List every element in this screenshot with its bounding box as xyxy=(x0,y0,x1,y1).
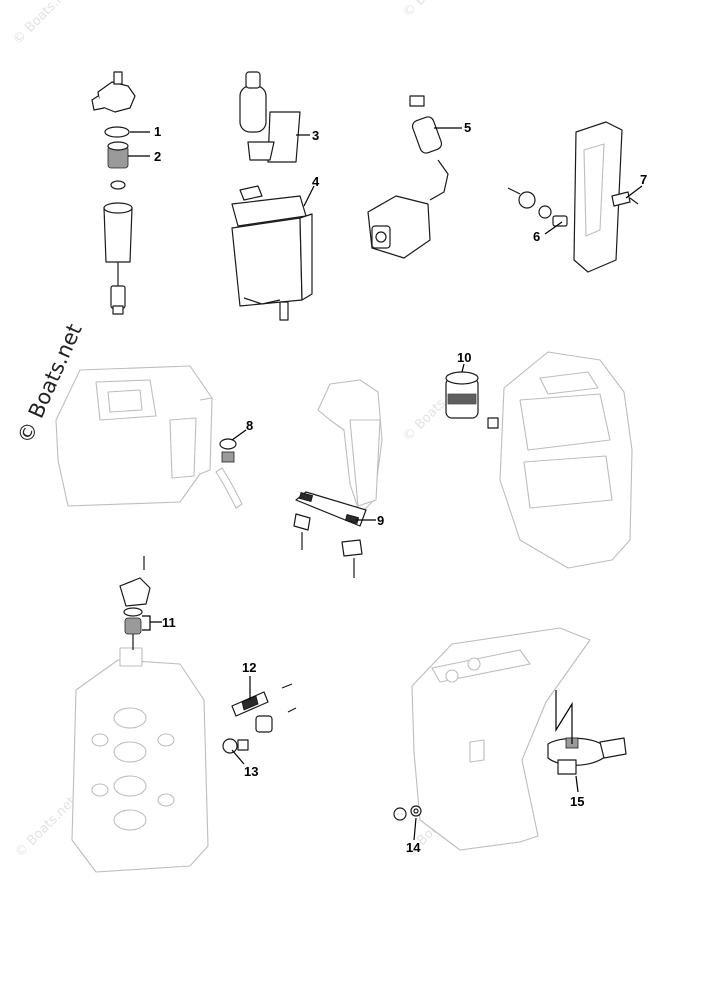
drive-shaft-housing xyxy=(55,365,243,509)
fuel-pump-assembly xyxy=(367,95,449,259)
callout-8: 8 xyxy=(246,418,253,433)
callout-3: 3 xyxy=(312,128,319,143)
callout-11: 11 xyxy=(162,615,176,630)
watermark-top-left: © Boats.net xyxy=(10,0,77,48)
callout-10: 10 xyxy=(457,350,471,365)
watermark-top-mid: © Boats.net xyxy=(400,0,467,21)
swivel-bracket-assembly xyxy=(293,379,383,578)
gearcase-assembly xyxy=(393,627,627,851)
callout-labels: 1 2 3 4 5 6 7 8 9 10 11 12 13 14 15 xyxy=(154,120,647,855)
callout-1: 1 xyxy=(154,124,161,139)
callout-15: 15 xyxy=(570,794,584,809)
watermark-bottom-left: © Boats.net xyxy=(12,794,79,861)
callout-7: 7 xyxy=(640,172,647,187)
fuel-filter-assembly xyxy=(91,71,136,315)
vapor-separator-assembly xyxy=(231,71,313,321)
cylinder-head-assembly xyxy=(71,556,297,873)
callout-12: 12 xyxy=(242,660,256,675)
callout-6: 6 xyxy=(533,229,540,244)
callout-9: 9 xyxy=(377,513,384,528)
callout-5: 5 xyxy=(464,120,471,135)
callout-13: 13 xyxy=(244,764,258,779)
adapter-plate-assembly xyxy=(507,121,639,273)
callout-14: 14 xyxy=(406,840,421,855)
cylinder-block xyxy=(445,351,633,569)
leader-lines xyxy=(128,127,643,841)
callout-2: 2 xyxy=(154,149,161,164)
callout-4: 4 xyxy=(312,174,320,189)
